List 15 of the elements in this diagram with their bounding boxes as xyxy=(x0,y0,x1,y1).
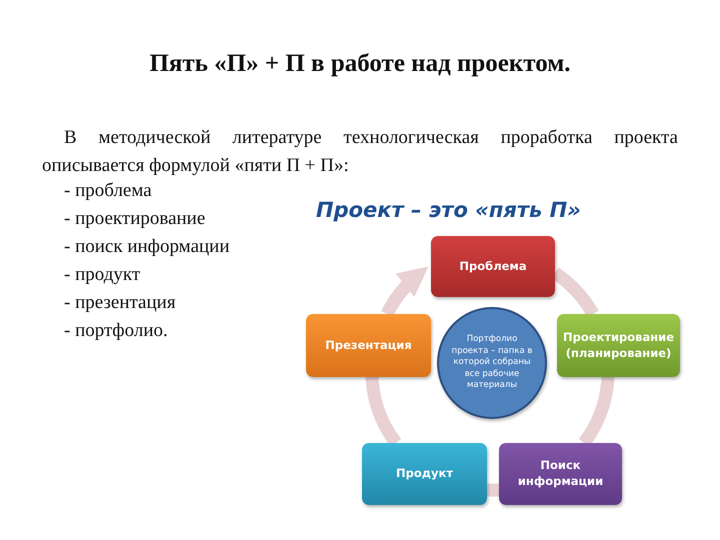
slide-title: Пять «П» + П в работе над проектом. xyxy=(148,50,572,78)
center-circle: Портфолио проекта – папка в которой собраны все рабочие материалы xyxy=(437,307,547,419)
paragraph: В методической литературе технологическая проработка проекта описывается формулой «пяти П + П»: xyxy=(42,126,678,178)
list-item: - продукт xyxy=(64,264,140,286)
diagram-subtitle: Проект – это «пять П» xyxy=(316,198,581,222)
process-box: Продукт xyxy=(362,443,487,505)
process-box: Поиск информации xyxy=(499,443,622,505)
list-item: - презентация xyxy=(64,292,176,314)
process-box: Проектирование (планирование) xyxy=(557,314,680,377)
process-box: Презентация xyxy=(306,314,431,377)
process-box: Проблема xyxy=(431,236,555,297)
list-item: - проектирование xyxy=(64,208,206,230)
list-item: - портфолио. xyxy=(64,320,168,342)
list-item: - поиск информации xyxy=(64,236,230,258)
list-item: - проблема xyxy=(64,180,152,202)
